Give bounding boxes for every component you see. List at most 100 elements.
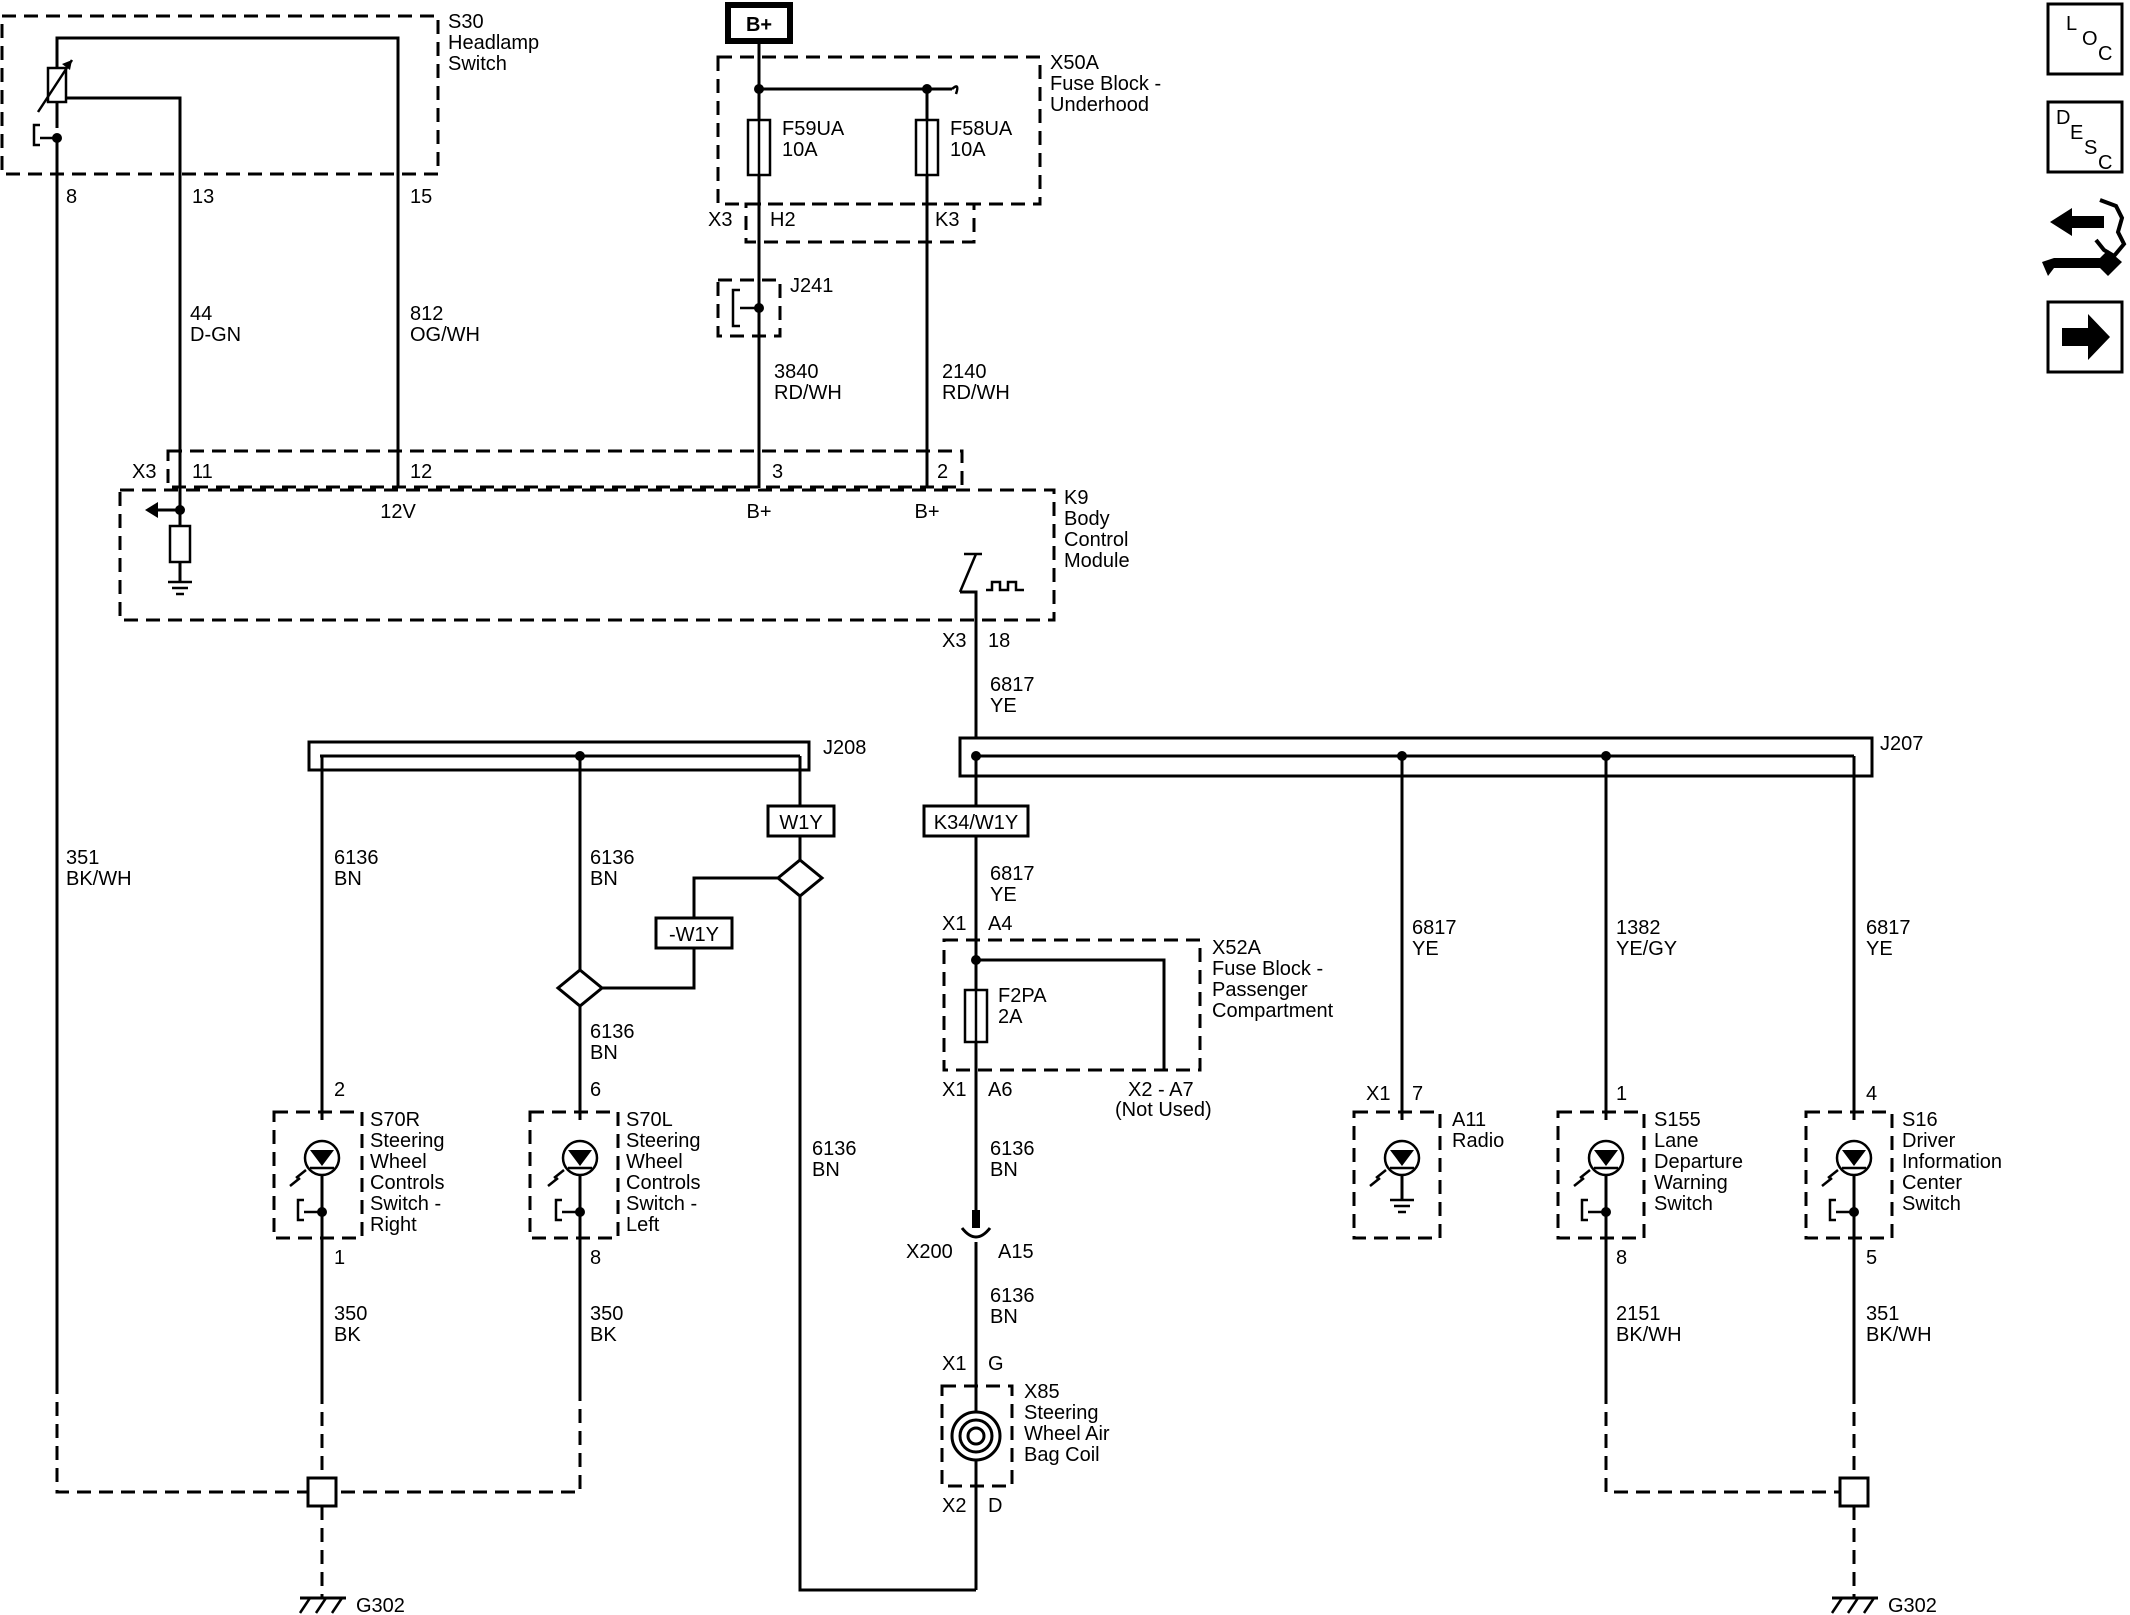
neg-w1y-label: -W1Y: [669, 924, 719, 946]
x85-connector-x1: X1: [942, 1353, 966, 1375]
option-diamond-right: [775, 858, 825, 898]
s70l-name-5: Left: [626, 1214, 660, 1236]
f58ua-id: F58UA: [950, 118, 1013, 140]
s16-pin-5: 5: [1866, 1247, 1877, 1269]
x52a-id: X52A: [1212, 937, 1262, 959]
wire-351-left-number: 351: [66, 847, 99, 869]
x52a-name-1: Fuse Block -: [1212, 958, 1323, 980]
w1y-label: W1Y: [779, 812, 822, 834]
x52a-name-3: Compartment: [1212, 1000, 1334, 1022]
wire-6817-x52-color: YE: [990, 884, 1017, 906]
wire-6136-s70l-bottom-number: 6136: [590, 1021, 635, 1043]
s70l-name-3: Controls: [626, 1172, 700, 1194]
radio-a11: X1 7 A11 Radio: [1352, 1083, 1504, 1240]
power-source-b-plus: B+: [725, 2, 793, 44]
loc-letter-o: O: [2082, 28, 2098, 50]
x200-pin-a15: A15: [998, 1241, 1034, 1263]
k9-connector-x3-out: X3: [942, 630, 966, 652]
k9-name-2: Control: [1064, 529, 1128, 551]
wire-2151-number: 2151: [1616, 1303, 1661, 1325]
s30-pin-8: 8: [66, 186, 77, 208]
connector-wrench-icon: [2042, 198, 2127, 276]
k9-connector-x3: X3: [132, 461, 156, 483]
desc-letter-c: C: [2098, 152, 2112, 174]
k9-id: K9: [1064, 487, 1088, 509]
connector-diagnostic-button[interactable]: [2042, 198, 2127, 276]
k9-pin-12: 12: [410, 461, 432, 483]
s16-name-3: Center: [1902, 1172, 1962, 1194]
k9-name-1: Body: [1064, 508, 1110, 530]
pin-k3: K3: [935, 209, 959, 231]
s70l-id: S70L: [626, 1109, 673, 1131]
s155-name-2: Departure: [1654, 1151, 1743, 1173]
wire-6136-s70r-number: 6136: [334, 847, 379, 869]
s70r-id: S70R: [370, 1109, 420, 1131]
s70l-name-4: Switch -: [626, 1193, 697, 1215]
f58ua-rating: 10A: [950, 139, 986, 161]
wire-6817-a11-number: 6817: [1412, 917, 1457, 939]
f2pa-rating: 2A: [998, 1006, 1023, 1028]
fuse-f59ua: F59UA 10A: [746, 118, 845, 177]
pin-h2: H2: [770, 209, 796, 231]
splice-j241: J241: [716, 275, 833, 338]
f59ua-id: F59UA: [782, 118, 845, 140]
location-button[interactable]: L O C: [2046, 2, 2124, 76]
k9-pin-11: 11: [192, 461, 213, 483]
x85-id: X85: [1024, 1381, 1060, 1403]
s30-pin-15: 15: [410, 186, 432, 208]
x50a-connector-x3: X3: [708, 209, 732, 231]
wire-6136-s70r-color: BN: [334, 868, 362, 890]
wire-3840-color: RD/WH: [774, 382, 842, 404]
s70l-pin-6: 6: [590, 1079, 601, 1101]
k9-name-3: Module: [1064, 550, 1130, 572]
s30-name-1: Headlamp: [448, 32, 539, 54]
s30-name-2: Switch: [448, 53, 507, 75]
wire-3840-number: 3840: [774, 361, 819, 383]
s70r-name-1: Steering: [370, 1130, 445, 1152]
ground-g302-right: G302: [1604, 1390, 1937, 1615]
wire-6136-return-number: 6136: [812, 1138, 857, 1160]
x50a-name-1: Fuse Block -: [1050, 73, 1161, 95]
x85-pin-g: G: [988, 1353, 1004, 1375]
fuse-block-passenger-compartment: X1 A4 X52A Fuse Block - Passenger Compar…: [942, 913, 1334, 1121]
s155-name-1: Lane: [1654, 1130, 1699, 1152]
s155-id: S155: [1654, 1109, 1701, 1131]
x85-connector-x2: X2: [942, 1495, 966, 1517]
x52a-pin-a4: A4: [988, 913, 1012, 935]
s16-id: S16: [1902, 1109, 1938, 1131]
loc-letter-c: C: [2098, 43, 2112, 65]
desc-letter-e: E: [2070, 122, 2083, 144]
j207-label: J207: [1880, 733, 1923, 755]
s16-name-1: Driver: [1902, 1130, 1956, 1152]
lane-departure-warning-switch: 1 8 S155 Lane Departure Warning Switch: [1556, 1083, 1743, 1269]
s155-name-3: Warning: [1654, 1172, 1728, 1194]
wire-6817-s16-number: 6817: [1866, 917, 1911, 939]
s70l-pin-8: 8: [590, 1247, 601, 1269]
next-page-button[interactable]: [2046, 300, 2124, 374]
wire-1382-number: 1382: [1616, 917, 1661, 939]
f2pa-id: F2PA: [998, 985, 1047, 1007]
f59ua-rating: 10A: [782, 139, 818, 161]
wire-6817-s16-color: YE: [1866, 938, 1893, 960]
wire-2140-color: RD/WH: [942, 382, 1010, 404]
g302-right-label: G302: [1888, 1595, 1937, 1615]
steering-wheel-controls-switch-left: 6 8 S70L Steering Wheel Controls Switch …: [528, 1079, 701, 1269]
wire-6136-x200-number: 6136: [990, 1285, 1035, 1307]
s70r-name-4: Switch -: [370, 1193, 441, 1215]
tag-negative-w1y: -W1Y: [654, 916, 734, 950]
wire-350-s70r-number: 350: [334, 1303, 367, 1325]
wire-812-color: OG/WH: [410, 324, 480, 346]
s155-pin-1: 1: [1616, 1083, 1627, 1105]
wire-351-left-color: BK/WH: [66, 868, 132, 890]
ground-g302-left: G302: [55, 1380, 582, 1615]
s30-pin-13: 13: [192, 186, 214, 208]
splice-j208: J208: [307, 737, 866, 772]
s30-id: S30: [448, 11, 484, 33]
fuse-f58ua: F58UA 10A: [914, 118, 1013, 177]
desc-letter-d: D: [2056, 107, 2070, 129]
description-button[interactable]: D E S C: [2046, 100, 2124, 174]
wire-6136-s70l-top-color: BN: [590, 868, 618, 890]
s70r-name-5: Right: [370, 1214, 417, 1236]
power-source-label: B+: [746, 14, 772, 36]
